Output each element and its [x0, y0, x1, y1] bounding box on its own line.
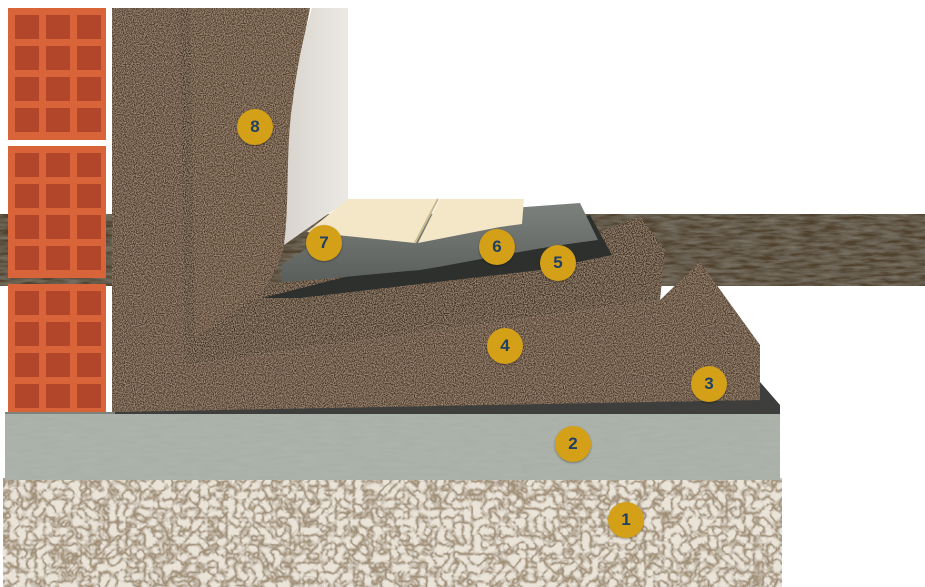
brick-cavity: [46, 108, 70, 132]
brick-cavity: [46, 15, 70, 39]
marker-2-label: 2: [568, 434, 577, 454]
brick-cavity: [15, 15, 39, 39]
brick-cavity: [15, 184, 39, 208]
brick-cavity: [46, 215, 70, 239]
brick-cavity: [46, 77, 70, 101]
brick-cavity: [77, 184, 101, 208]
brick-cavity: [77, 108, 101, 132]
marker-1[interactable]: 1: [608, 502, 644, 538]
marker-3[interactable]: 3: [691, 366, 727, 402]
marker-8[interactable]: 8: [237, 109, 273, 145]
marker-5-label: 5: [553, 253, 562, 273]
marker-2[interactable]: 2: [555, 426, 591, 462]
brick-cavity: [77, 77, 101, 101]
brick-cavity: [15, 384, 39, 408]
brick-cavity: [15, 291, 39, 315]
marker-1-label: 1: [621, 510, 630, 530]
marker-5[interactable]: 5: [540, 245, 576, 281]
brick-cavity: [15, 153, 39, 177]
brick-cavity: [77, 291, 101, 315]
brick-cavity: [46, 184, 70, 208]
brick-cavity: [77, 322, 101, 346]
concrete-slab-layer: [5, 413, 780, 480]
brick-cavity: [77, 15, 101, 39]
brick-cavity: [15, 46, 39, 70]
brick-cavity: [15, 108, 39, 132]
brick-cavity: [77, 384, 101, 408]
brick-cavity: [46, 291, 70, 315]
brick-cavity: [46, 246, 70, 270]
brick-cavity: [77, 246, 101, 270]
marker-3-label: 3: [704, 374, 713, 394]
brick-cavity: [77, 215, 101, 239]
marker-8-label: 8: [250, 117, 259, 137]
marker-7[interactable]: 7: [306, 225, 342, 261]
marker-7-label: 7: [319, 233, 328, 253]
gravel-layer: [3, 478, 782, 587]
brick-cavity: [77, 353, 101, 377]
brick-cavity: [77, 46, 101, 70]
brick-cavity: [15, 322, 39, 346]
brick-cavity: [15, 353, 39, 377]
brick-cavity: [15, 246, 39, 270]
brick-cavity: [46, 46, 70, 70]
brick-cavity: [46, 153, 70, 177]
marker-6[interactable]: 6: [479, 229, 515, 265]
brick-cavity: [77, 153, 101, 177]
brick-cavity: [46, 353, 70, 377]
brick-cavity: [46, 322, 70, 346]
marker-6-label: 6: [492, 237, 501, 257]
brick-cavity: [15, 77, 39, 101]
marker-4[interactable]: 4: [487, 328, 523, 364]
marker-4-label: 4: [500, 336, 509, 356]
brick-cavity: [15, 215, 39, 239]
brick-cavity: [46, 384, 70, 408]
